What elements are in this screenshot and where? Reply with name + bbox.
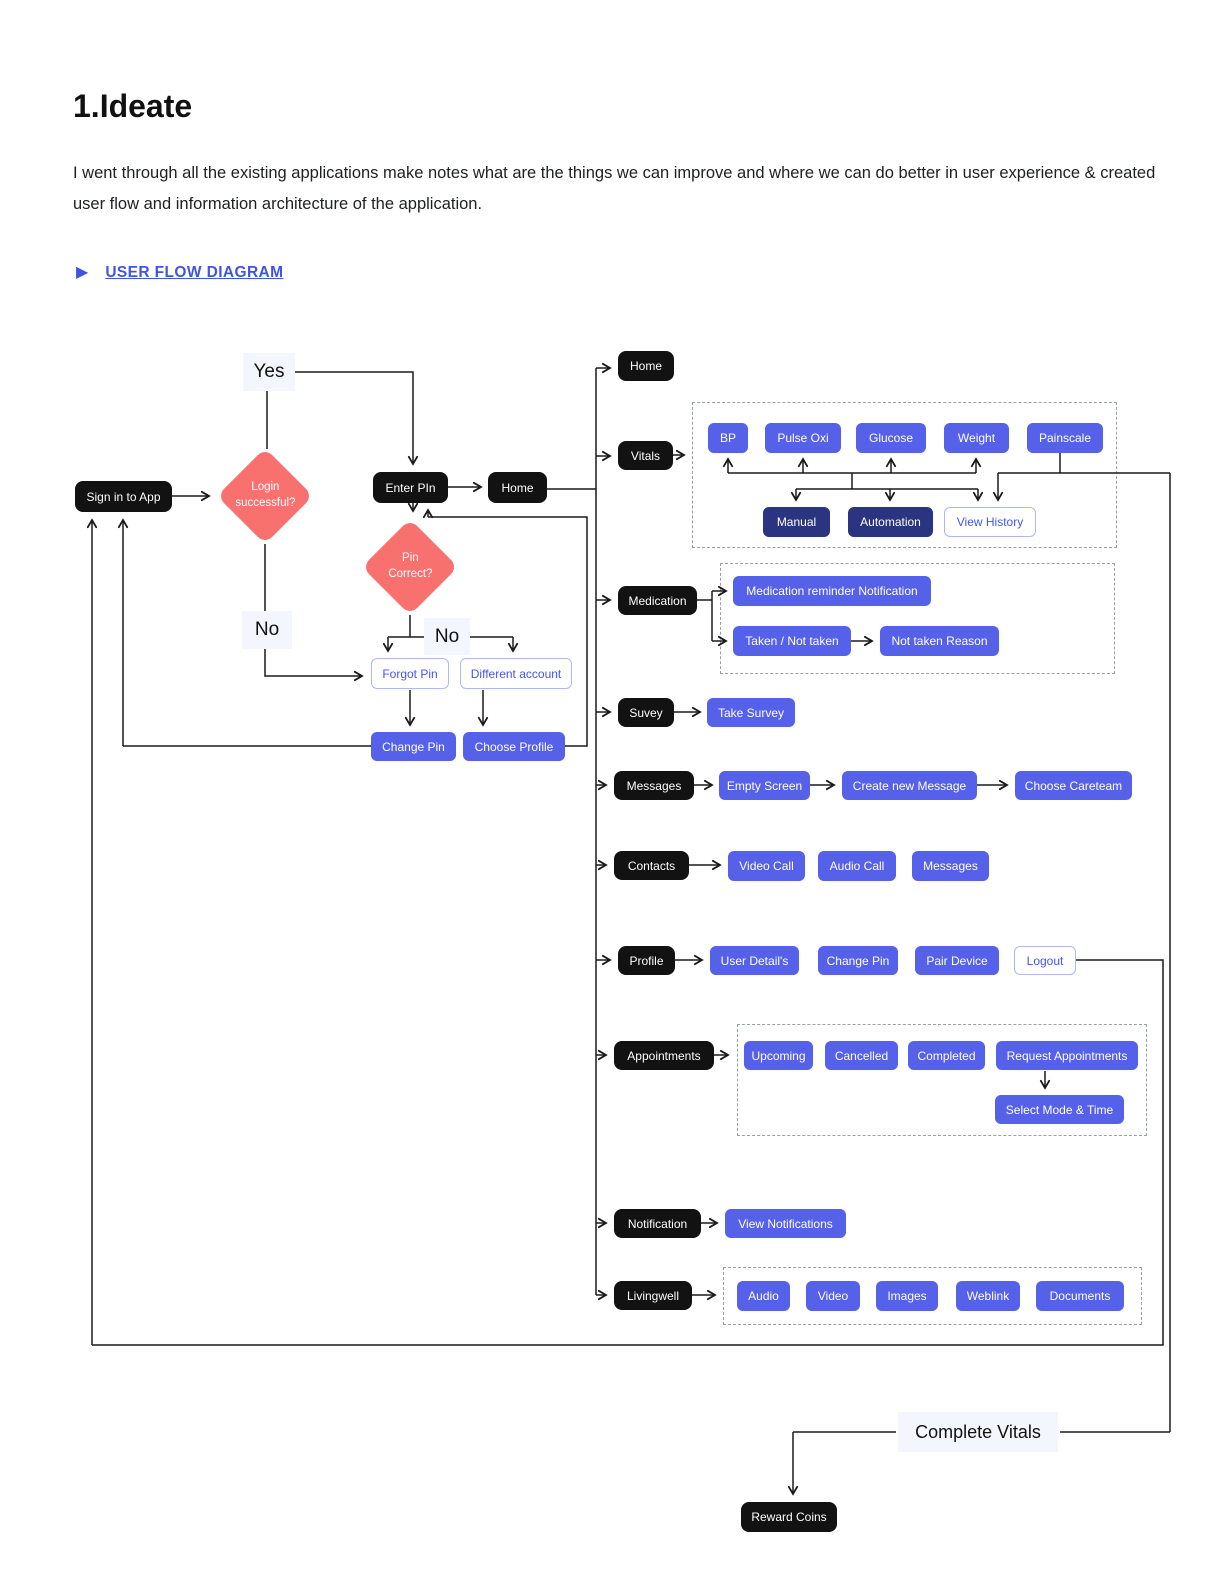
no-left-label-node: No [242, 611, 292, 649]
completed-node: Completed [908, 1041, 985, 1070]
messages-node: Messages [614, 771, 694, 800]
page-title: 1.Ideate [73, 88, 193, 124]
audio-call-node: Audio Call [818, 851, 896, 881]
play-triangle-icon: ▶ [76, 264, 89, 281]
manual-node: Manual [763, 507, 830, 537]
medication-reminder-node: Medication reminder Notification [733, 576, 931, 606]
change-pin-profile-node: Change Pin [818, 946, 898, 975]
audio-node: Audio [737, 1281, 790, 1311]
medication-node: Medication [618, 586, 697, 615]
view-notifications-node: View Notifications [725, 1209, 846, 1238]
reward-coins-node: Reward Coins [741, 1502, 837, 1532]
yes-label-node: Yes [243, 353, 295, 391]
different-account-node: Different account [460, 658, 572, 689]
upcoming-node: Upcoming [744, 1041, 813, 1070]
vitals-node: Vitals [618, 441, 673, 470]
user-flow-diagram-link-row: ▶ USER FLOW DIAGRAM [76, 264, 283, 282]
logout-node: Logout [1014, 946, 1076, 975]
livingwell-node: Livingwell [614, 1281, 692, 1310]
appointments-group-dashed-box [737, 1024, 1147, 1136]
weblink-node: Weblink [956, 1281, 1020, 1311]
vitals-group-dashed-box [692, 402, 1117, 548]
complete-vitals-node: Complete Vitals [898, 1412, 1058, 1452]
video-node: Video [806, 1281, 860, 1311]
user-details-node: User Detail's [710, 946, 799, 975]
enter-pin-node: Enter PIn [373, 472, 448, 503]
taken-not-taken-node: Taken / Not taken [733, 626, 851, 656]
not-taken-reason-node: Not taken Reason [880, 626, 999, 656]
suvey-node: Suvey [618, 698, 674, 727]
forgot-pin-node: Forgot Pin [371, 658, 449, 689]
intro-paragraph: I went through all the existing applicat… [73, 164, 1156, 213]
take-survey-node: Take Survey [707, 698, 795, 727]
request-appointments-node: Request Appointments [996, 1041, 1138, 1070]
contacts-node: Contacts [614, 851, 689, 880]
automation-node: Automation [848, 507, 933, 537]
profile-node: Profile [618, 946, 675, 975]
view-history-node: View History [944, 507, 1036, 537]
video-call-node: Video Call [728, 851, 805, 881]
glucose-node: Glucose [856, 423, 926, 453]
user-flow-diagram-link[interactable]: USER FLOW DIAGRAM [105, 264, 284, 281]
create-new-message-node: Create new Message [842, 771, 977, 800]
pulse-oxi-node: Pulse Oxi [765, 423, 841, 453]
empty-screen-node: Empty Screen [719, 771, 810, 800]
pair-device-node: Pair Device [915, 946, 999, 975]
no-right-label-node: No [424, 618, 470, 655]
images-node: Images [876, 1281, 938, 1311]
documents-node: Documents [1036, 1281, 1124, 1311]
medication-group-dashed-box [720, 563, 1115, 674]
home-mid-node: Home [488, 472, 547, 503]
messages-option-node: Messages [912, 851, 989, 881]
painscale-node: Painscale [1027, 423, 1103, 453]
choose-profile-node: Choose Profile [463, 732, 565, 761]
cancelled-node: Cancelled [825, 1041, 898, 1070]
notification-node: Notification [614, 1209, 701, 1238]
sign-in-to-app-node: Sign in to App [75, 481, 172, 512]
home-node: Home [618, 351, 674, 381]
livingwell-group-dashed-box [723, 1267, 1142, 1325]
change-pin-node: Change Pin [371, 732, 456, 761]
appointments-node: Appointments [614, 1041, 714, 1070]
bp-node: BP [708, 423, 748, 453]
weight-node: Weight [944, 423, 1009, 453]
select-mode-time-node: Select Mode & Time [995, 1095, 1124, 1124]
choose-careteam-node: Choose Careteam [1015, 771, 1132, 800]
